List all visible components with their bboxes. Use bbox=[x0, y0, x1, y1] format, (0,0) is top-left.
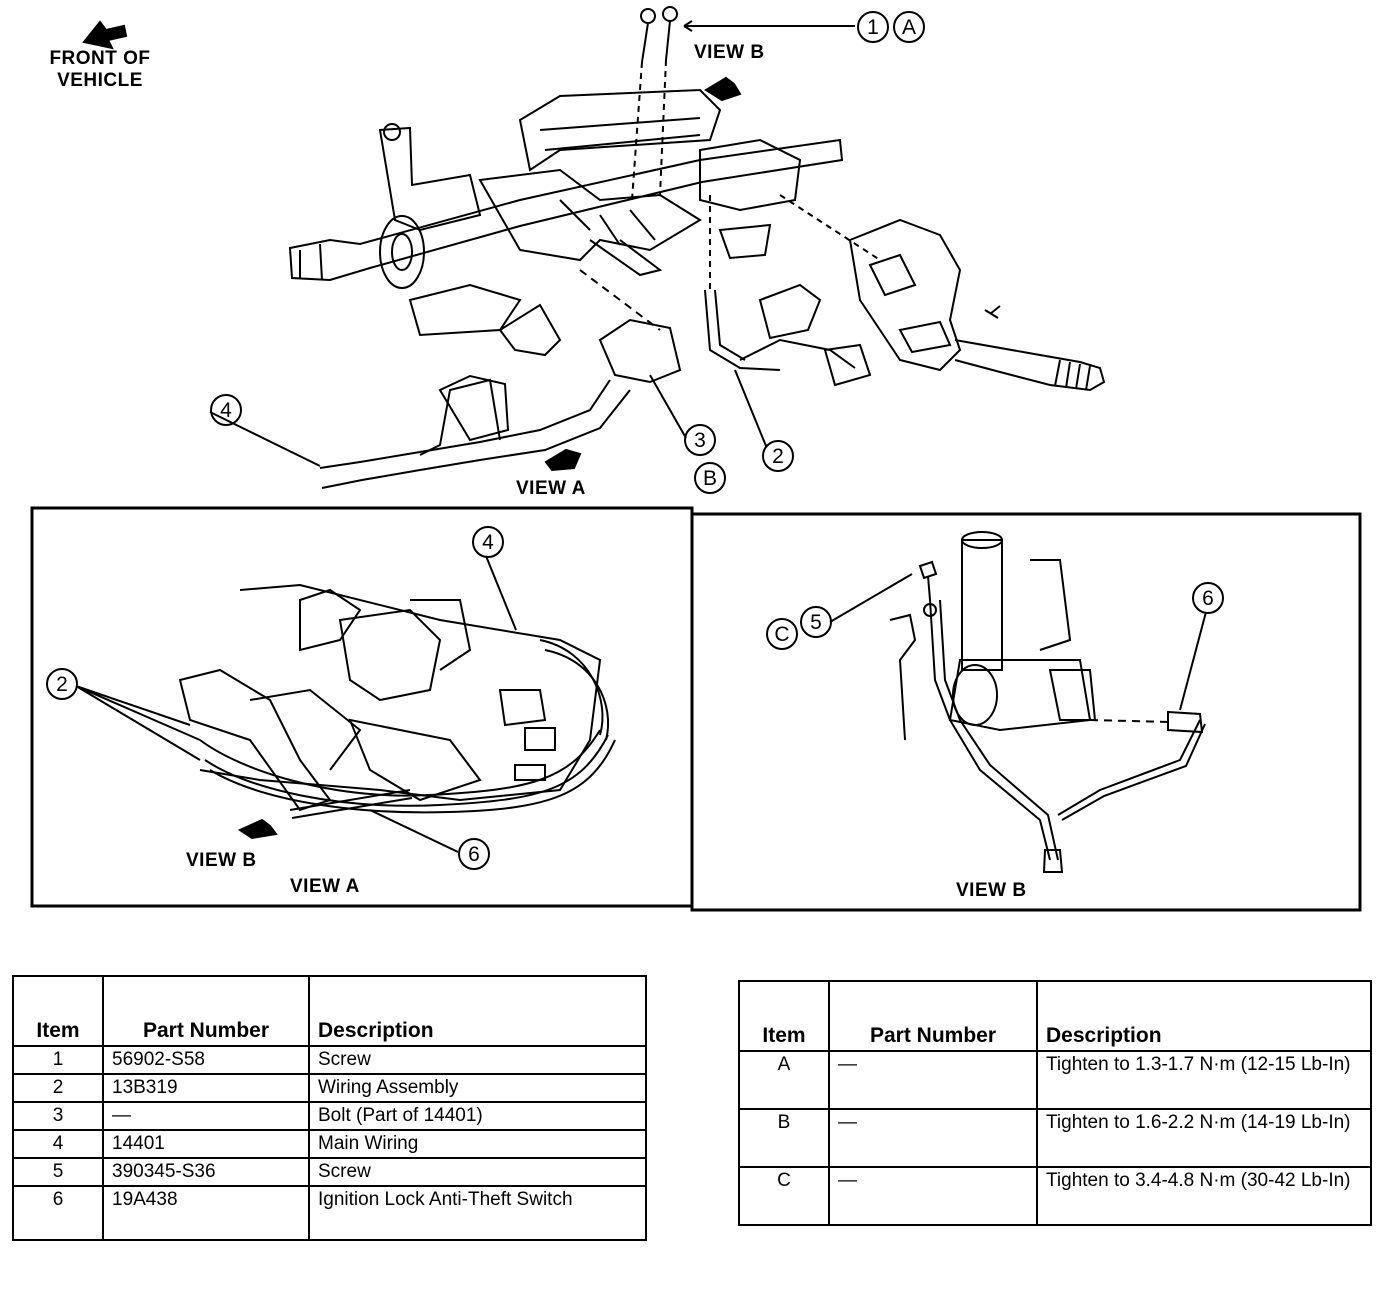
view-a-label-top: VIEW A bbox=[516, 478, 586, 499]
main-wiring-harness bbox=[319, 269, 682, 489]
header-part-number: Part Number bbox=[828, 980, 1038, 1052]
callout-2-view-a: 2 bbox=[56, 673, 68, 696]
parts-table: Item Part Number Description 1 56902-S58… bbox=[12, 975, 647, 1241]
front-of-vehicle-label: FRONT OF VEHICLE bbox=[49, 48, 151, 91]
table-row: 3 — Bolt (Part of 14401) bbox=[12, 1101, 647, 1131]
table-row: 2 13B319 Wiring Assembly bbox=[12, 1073, 647, 1103]
view-a-panel bbox=[30, 506, 694, 908]
view-a-drawing bbox=[46, 526, 616, 870]
header-item: Item bbox=[738, 980, 830, 1052]
view-b-arrow-icon bbox=[237, 818, 278, 840]
table-row: 1 56902-S58 Screw bbox=[12, 1045, 647, 1075]
view-b-label-top: VIEW B bbox=[694, 42, 765, 63]
callout-4-view-a: 4 bbox=[482, 531, 494, 554]
callout-5: 5 bbox=[810, 611, 822, 634]
table-row: B — Tighten to 1.6-2.2 N·m (14-19 Lb-In) bbox=[738, 1108, 1372, 1168]
wiring-assembly-item-2 bbox=[704, 194, 881, 387]
callout-3: 3 bbox=[694, 429, 706, 452]
callout-6-view-b: 6 bbox=[1202, 587, 1214, 610]
header-part-number: Part Number bbox=[102, 975, 310, 1047]
view-b-arrow-icon bbox=[704, 76, 742, 102]
callout-2: 2 bbox=[772, 445, 784, 468]
view-b-label-in-view-a: VIEW B bbox=[186, 850, 257, 871]
callout-1: 1 bbox=[867, 16, 879, 39]
table-row: 5 390345-S36 Screw bbox=[12, 1157, 647, 1187]
screws-item-1 bbox=[631, 6, 678, 201]
callout-4: 4 bbox=[220, 399, 232, 422]
view-b-drawing bbox=[766, 531, 1224, 873]
table-row: 4 14401 Main Wiring bbox=[12, 1129, 647, 1159]
table-row: 6 19A438 Ignition Lock Anti-Theft Switch bbox=[12, 1185, 647, 1241]
table-row: A — Tighten to 1.3-1.7 N·m (12-15 Lb-In) bbox=[738, 1050, 1372, 1110]
view-a-arrow-icon bbox=[544, 448, 582, 472]
header-description: Description bbox=[1036, 980, 1372, 1052]
view-a-caption: VIEW A bbox=[290, 876, 360, 897]
steering-column-assembly bbox=[288, 88, 1106, 392]
header-description: Description bbox=[308, 975, 647, 1047]
torque-table: Item Part Number Description A — Tighten… bbox=[738, 980, 1372, 1226]
callout-a: A bbox=[902, 16, 916, 39]
header-item: Item bbox=[12, 975, 104, 1047]
view-b-panel bbox=[690, 512, 1362, 912]
view-b-caption: VIEW B bbox=[956, 880, 1027, 901]
front-arrow-icon bbox=[82, 20, 128, 50]
callout-b: B bbox=[703, 467, 717, 490]
table-row: C — Tighten to 3.4-4.8 N·m (30-42 Lb-In) bbox=[738, 1166, 1372, 1226]
callout-c: C bbox=[774, 623, 789, 646]
callout-6-view-a: 6 bbox=[468, 843, 480, 866]
